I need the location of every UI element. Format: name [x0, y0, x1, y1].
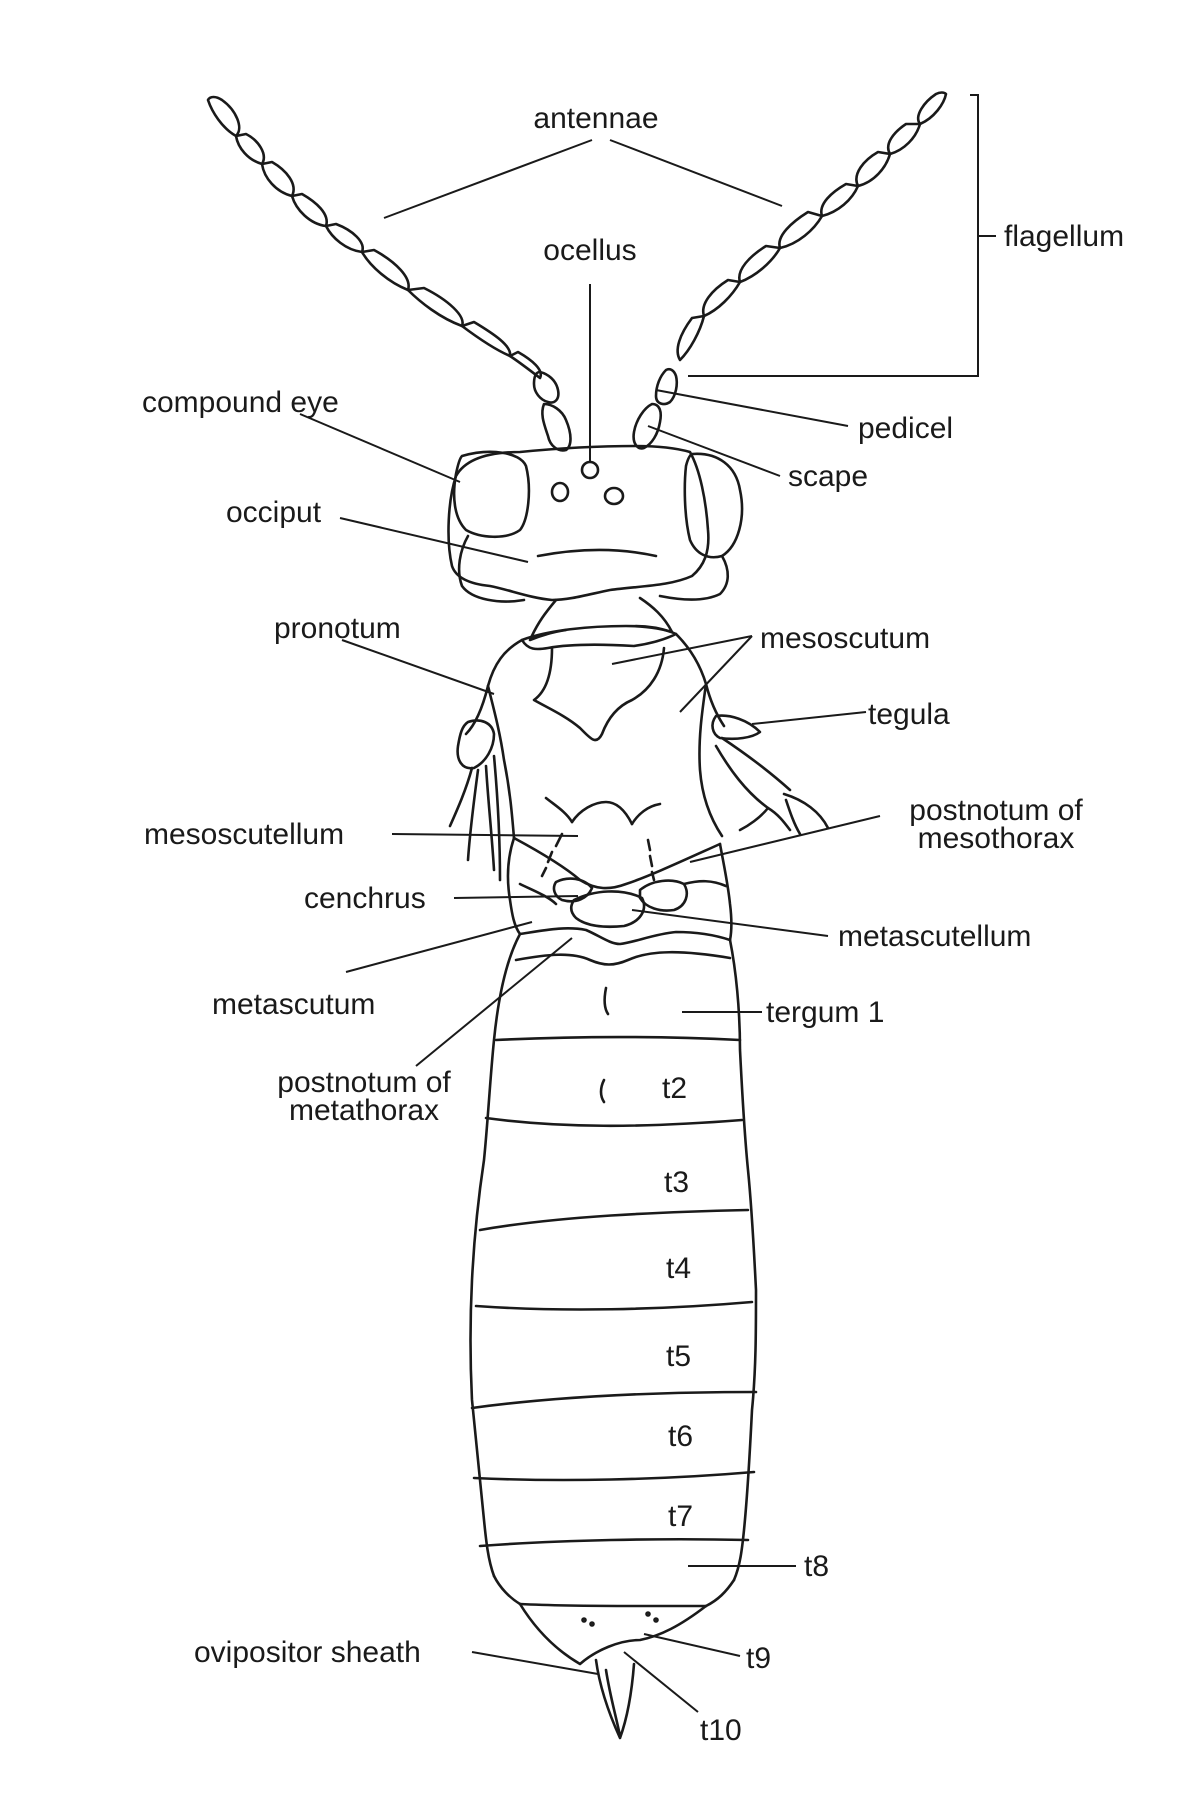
label-ovipositor-sheath: ovipositor sheath	[194, 1636, 421, 1669]
postnotum-mesothorax-shape	[512, 836, 722, 890]
leader-lines	[299, 94, 996, 1713]
tergum-1-2-boundary	[494, 1035, 742, 1042]
left-antenna	[206, 95, 572, 452]
ovipositor-sheath-shape	[594, 1658, 636, 1740]
label-postnotum-metathorax-line2: metathorax	[289, 1094, 439, 1127]
head	[447, 444, 744, 603]
tergum-6-7-boundary	[472, 1470, 756, 1482]
occiput-line	[536, 548, 658, 558]
label-scape: scape	[788, 460, 868, 493]
tergum-2-3-boundary	[484, 1116, 744, 1128]
label-postnotum-mesothorax-line2: mesothorax	[918, 822, 1075, 855]
compound-eye-left	[452, 450, 531, 539]
labels: antennae flagellum ocellus compound eye …	[142, 102, 1124, 1747]
label-t7: t7	[668, 1500, 693, 1533]
label-t2: t2	[662, 1072, 687, 1105]
label-postnotum-metathorax-line1: postnotum of	[277, 1066, 451, 1099]
label-mesoscutum: mesoscutum	[760, 622, 930, 655]
tegula-left	[456, 719, 496, 770]
label-t4: t4	[666, 1252, 691, 1285]
thorax	[448, 596, 830, 966]
ocellus-median-icon	[580, 460, 600, 480]
ocellus-left-icon	[550, 481, 570, 503]
label-occiput: occiput	[226, 496, 322, 529]
label-antennae: antennae	[533, 102, 658, 135]
cenchrus-left	[552, 877, 594, 903]
abdomen	[469, 932, 758, 1740]
tegula-right	[711, 714, 762, 741]
label-t6: t6	[668, 1420, 693, 1453]
mesoscutum-median-lobe	[532, 646, 666, 742]
label-ocellus: ocellus	[543, 234, 636, 267]
label-tegula: tegula	[868, 698, 950, 731]
tergum-3-4-boundary	[478, 1208, 750, 1232]
tergum-4-5-boundary	[474, 1300, 754, 1311]
label-cenchrus: cenchrus	[304, 882, 426, 915]
compound-eye-right	[683, 452, 744, 559]
tergum-5-6-boundary	[470, 1390, 758, 1410]
tergum-7-8-boundary	[478, 1537, 750, 1548]
label-pronotum: pronotum	[274, 612, 401, 645]
label-tergum-1: tergum 1	[766, 996, 884, 1029]
label-t8: t8	[804, 1550, 829, 1583]
label-metascutellum: metascutellum	[838, 920, 1031, 953]
label-mesoscutellum: mesoscutellum	[144, 818, 344, 851]
ocellus-right-icon	[603, 486, 625, 506]
label-pedicel: pedicel	[858, 412, 953, 445]
pronotum-shape	[520, 624, 678, 651]
label-postnotum-mesothorax-line1: postnotum of	[909, 794, 1083, 827]
label-compound-eye: compound eye	[142, 386, 339, 419]
label-t3: t3	[664, 1166, 689, 1199]
label-t9: t9	[746, 1642, 771, 1675]
label-metascutum: metascutum	[212, 988, 375, 1021]
postnotum-metathorax-shape	[514, 950, 732, 966]
label-t5: t5	[666, 1340, 691, 1373]
metascutellum-shape	[569, 890, 646, 929]
label-flagellum: flagellum	[1004, 220, 1124, 253]
right-antenna	[632, 91, 948, 450]
t9-shape	[518, 1602, 708, 1666]
cenchrus-right	[638, 879, 688, 912]
label-t10: t10	[700, 1714, 742, 1747]
